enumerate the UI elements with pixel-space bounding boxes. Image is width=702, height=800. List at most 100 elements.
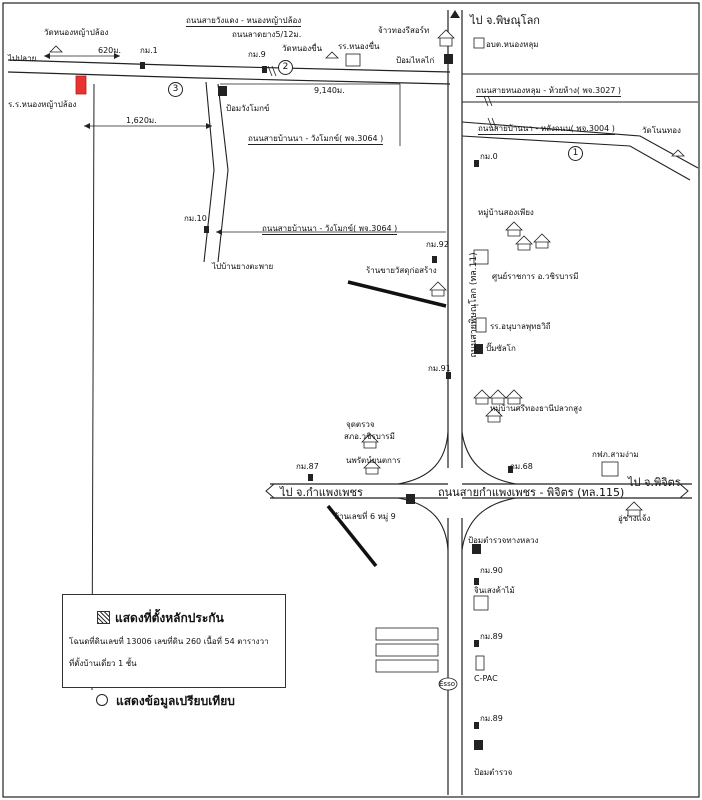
road-ban-na-left — [203, 81, 215, 263]
km91-post-icon — [446, 372, 451, 379]
police-box-icon — [406, 494, 415, 504]
label-dist-9140: 9,140ม. — [314, 86, 345, 95]
interchange-ne — [461, 431, 517, 485]
gov-center-icon — [473, 249, 489, 265]
label-police-1: จุดตรวจ — [346, 420, 375, 429]
cpac-icon — [475, 655, 485, 671]
marker-1: 1 — [568, 146, 583, 161]
label-to-kamphaeng: ไป จ.กำแพงเพชร — [280, 486, 363, 499]
school-anuban-icon — [475, 317, 487, 333]
label-to-phichit: ไป จ.พิจิตร — [628, 476, 681, 489]
pump-police-icon — [474, 740, 483, 750]
enterprise-icon — [363, 459, 381, 475]
interchange-se — [461, 497, 517, 551]
label-pump-highway: ป้อมตำรวจทางหลวง — [468, 536, 539, 545]
km-post-symbols — [140, 62, 513, 729]
km90-post-icon — [474, 578, 479, 585]
label-cpac: C-PAC — [474, 674, 498, 683]
label-km87: กม.87 — [296, 462, 319, 471]
label-km9: กม.9 — [248, 50, 266, 59]
marker-3: 3 — [168, 82, 183, 97]
label-dist-1620: 1,620ม. — [126, 116, 157, 125]
km0-post-icon — [474, 160, 479, 167]
legend-deed-text: โฉนดที่ดินเลขที่ 13006 เลขที่ดิน 260 เนื… — [69, 637, 269, 646]
label-to-phitsanulok: ไป จ.พิษณุโลก — [470, 14, 540, 27]
label-school-nong-ya-plong: ร.ร.หนองหญ้าปล้อง — [8, 100, 77, 109]
side-road-construction — [347, 280, 447, 308]
garage-icon — [625, 501, 643, 517]
esso-logo-icon — [438, 677, 458, 691]
label-pump-wang-mot: ป้อมวังโมกข์ — [226, 104, 270, 113]
road-wang-daeng-bottom — [7, 71, 451, 85]
shop-construction-icon — [429, 281, 447, 297]
km10-post-icon — [204, 226, 209, 233]
lot-blocks — [375, 627, 439, 673]
village-si-thong-icon-3 — [505, 389, 523, 405]
side-road-house — [326, 504, 378, 568]
road-wang-daeng-top — [7, 59, 451, 73]
obt-nong-lum-icon — [473, 37, 485, 49]
building-jao-thong-icon — [437, 29, 455, 47]
building-symbols — [49, 29, 685, 691]
wat-non-thong-icon — [671, 149, 685, 157]
interchange-nw — [397, 431, 449, 485]
label-km90: กม.90 — [480, 566, 503, 575]
label-wat-nong-khwen: วัดหนองขื่น — [282, 44, 323, 53]
label-kfa-sam-ngam: กฟภ.สามง่าม — [592, 450, 639, 459]
label-school-anuban: รร.อนุบาลพุทธวิถี — [490, 322, 551, 331]
label-shop-construction: ร้านขายวัสดุก่อสร้าง — [366, 266, 437, 275]
pump-sak-icon — [474, 344, 483, 354]
lot-block-3 — [375, 659, 439, 673]
pump-wang-mot-icon — [218, 86, 227, 96]
label-road-kamphaeng: ถนนสายกำแพงเพชร - พิจิตร (ทล.115) — [438, 486, 625, 499]
station-symbols — [218, 54, 483, 750]
road-ban-na-lang-top — [461, 121, 699, 169]
arrow-to-kamphaeng — [265, 483, 275, 499]
road-ban-na-lang-bottom — [461, 135, 691, 181]
arrow-to-phichit — [679, 483, 689, 499]
label-house-no: บ้านเลขที่ 6 หมู่ 9 — [334, 512, 396, 521]
label-km91: กม.91 — [428, 364, 451, 373]
village-si-thong-icon-4 — [485, 407, 503, 423]
property-hatch-icon — [97, 611, 110, 624]
property-access-line — [91, 83, 95, 691]
label-km89b: กม.89 — [480, 714, 503, 723]
village-house-icon-2 — [515, 235, 533, 251]
label-to-plao: ไปปลาย — [8, 54, 37, 63]
lot-block-1 — [375, 627, 439, 641]
jin-sang-icon — [473, 595, 489, 611]
legend-title: แสดงที่ตั้งหลักประกัน — [115, 611, 224, 625]
km89b-post-icon — [474, 722, 479, 729]
property-location-marker — [75, 75, 87, 95]
legend-compare-text: แสดงข้อมูลเปรียบเทียบ — [116, 694, 235, 708]
km1-post-icon — [140, 62, 145, 69]
label-obt-nong-lum: อบต.หนองหลุม — [486, 40, 539, 49]
label-wat-non-thong: วัดโนนทอง — [642, 126, 681, 135]
dimension-ban-na-arrow — [216, 229, 222, 235]
label-village-long: หมู่บ้านสองเพียง — [478, 208, 534, 217]
compare-circle-icon — [96, 694, 108, 706]
label-esso-logo: Esso — [439, 680, 455, 688]
label-gov-center: ศูนย์ราชการ อ.วชิรบารมี — [492, 272, 579, 281]
label-road-ban-na-2: ถนนสายบ้านนา - วังโมกข์( พจ.3064 ) — [262, 224, 398, 235]
label-road-ban-na-lang: ถนนสายบ้านนา - หลังถนน( พจ.3004 ) — [478, 124, 615, 135]
label-jin-sang: จินเสงค้าไม้ — [474, 586, 515, 595]
label-road-ban-na-1: ถนนสายบ้านนา - วังโมกข์( พจ.3064 ) — [248, 134, 384, 145]
label-km1: กม.1 — [140, 46, 158, 55]
km68-post-icon — [508, 466, 513, 473]
kfa-icon — [601, 461, 619, 477]
arrow-to-phitsanulok — [450, 10, 460, 18]
pump-nai-kai-icon — [444, 54, 453, 64]
km89a-post-icon — [474, 640, 479, 647]
label-dist-620: 620ม. — [98, 46, 122, 55]
school-nong-khwen-icon — [345, 53, 361, 67]
label-km10: กม.10 — [184, 214, 207, 223]
village-house-icon-1 — [505, 221, 523, 237]
police-check-icon — [361, 433, 379, 449]
label-road-width: ถนนลาดยาง5/12ม. — [232, 30, 302, 39]
label-to-ban-yang: ไปบ้านยางตะพาย — [212, 262, 274, 271]
label-road-wang-daeng: ถนนสายวังแดง - หนองหญ้าปล้อง — [186, 16, 302, 27]
road-break-top — [267, 65, 277, 77]
